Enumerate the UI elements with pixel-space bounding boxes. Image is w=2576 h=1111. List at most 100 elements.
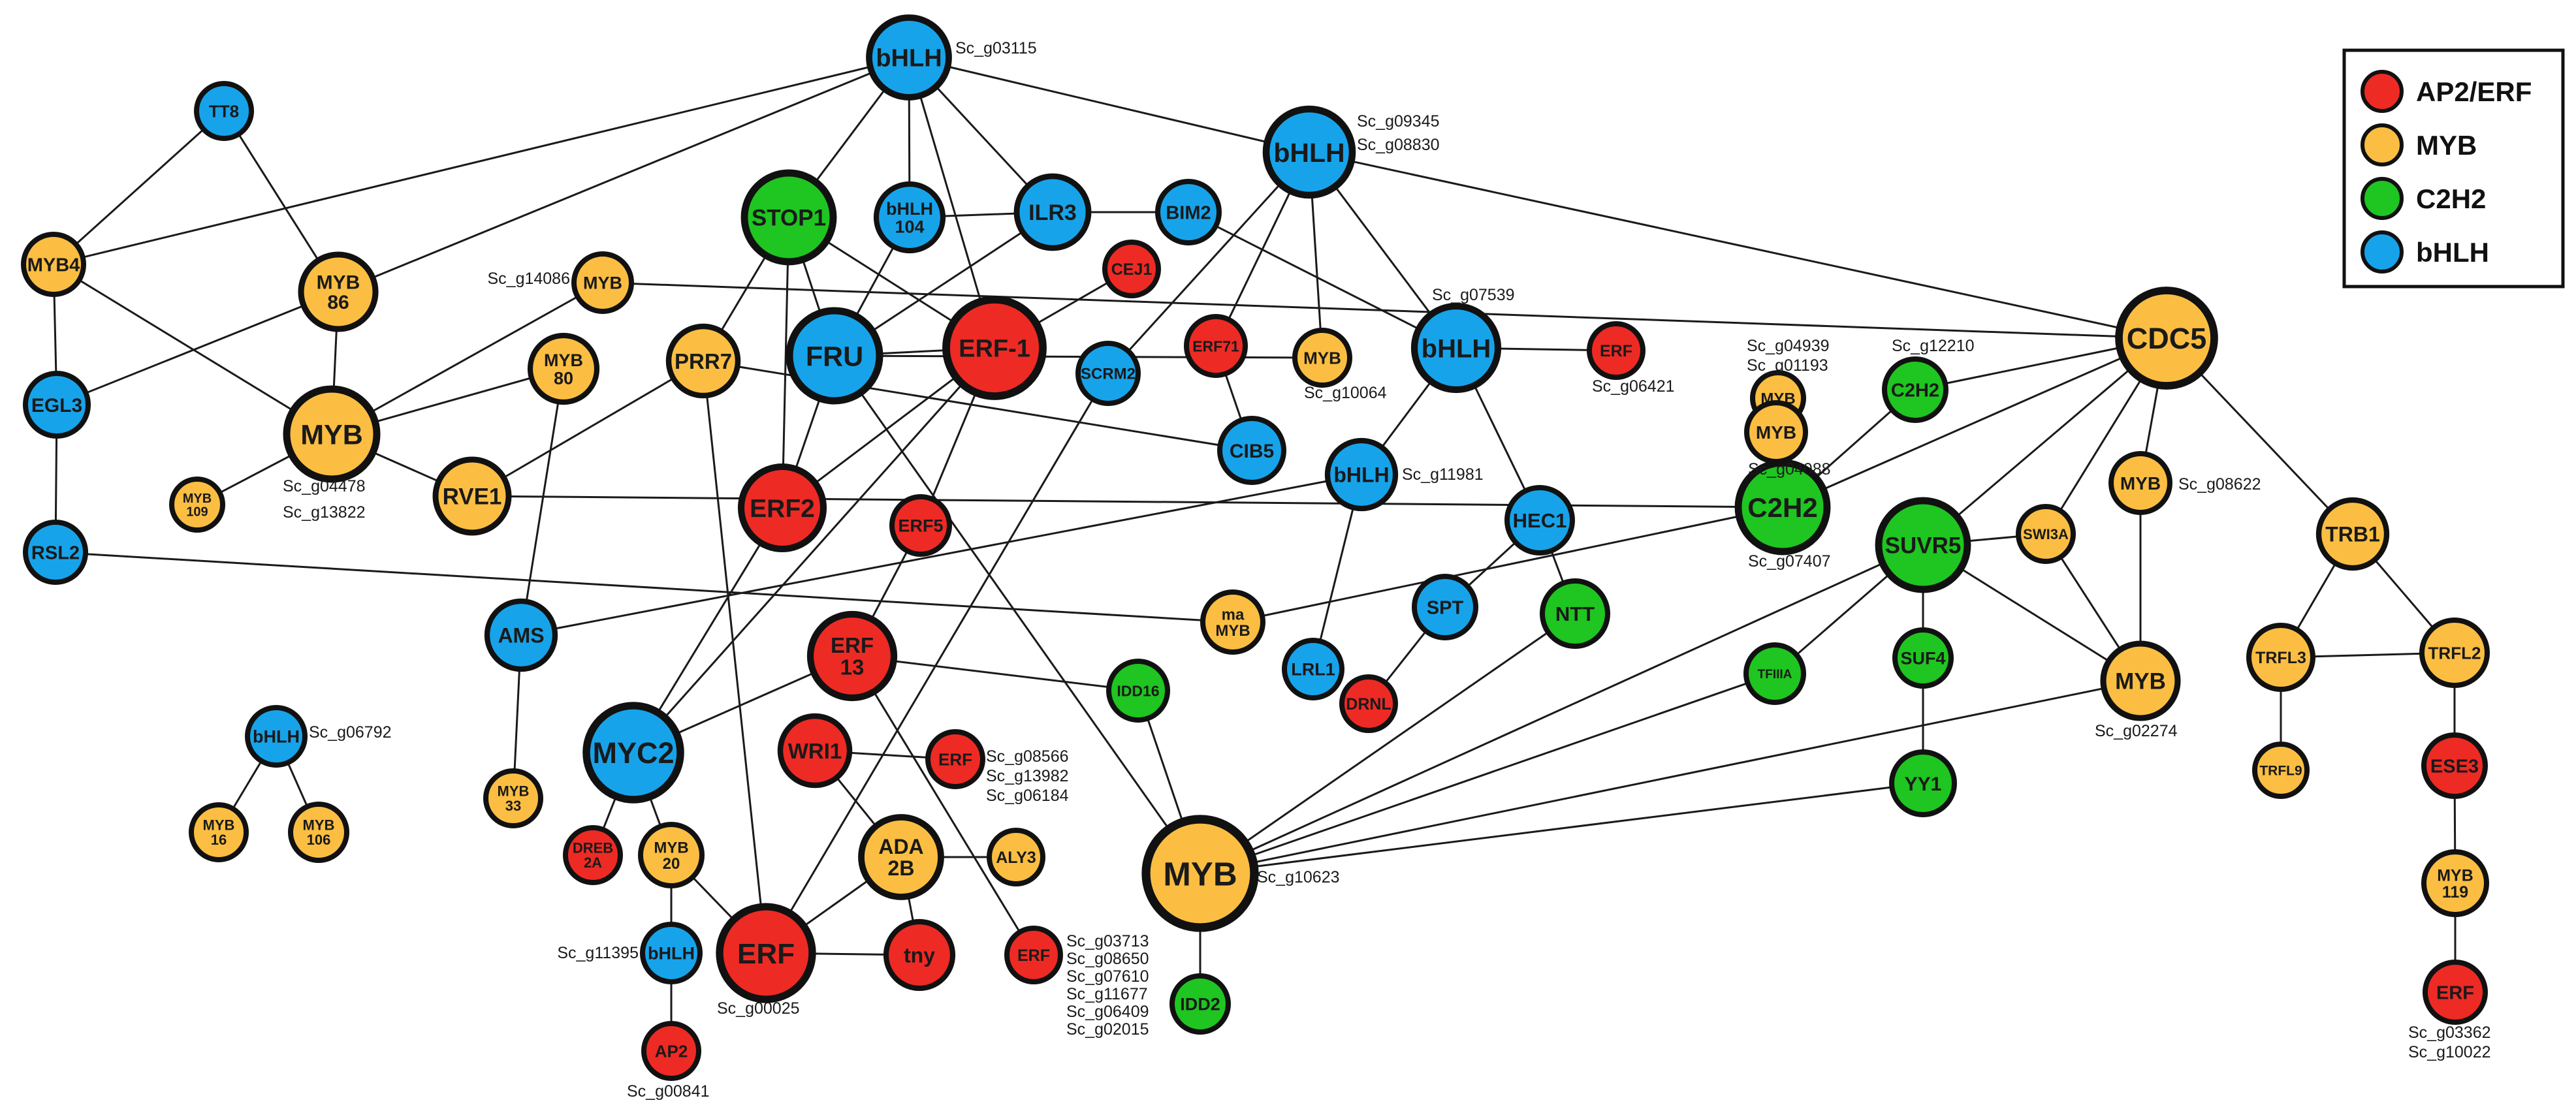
node-label: MYB bbox=[1215, 622, 1250, 640]
node-myb-10064[interactable]: MYB bbox=[1292, 328, 1352, 388]
node-label: MYB bbox=[654, 839, 688, 856]
node-cib5[interactable]: CIB5 bbox=[1217, 416, 1286, 485]
node-myb-10623[interactable]: MYB bbox=[1141, 815, 1259, 932]
gene-id-label: Sc_g13982 bbox=[986, 767, 1069, 785]
node-ese3[interactable]: ESE3 bbox=[2421, 732, 2488, 799]
node-circle bbox=[298, 251, 379, 332]
node-wri1[interactable]: WRI1 bbox=[777, 713, 853, 789]
node-tfiiia[interactable]: TFIIIA bbox=[1743, 642, 1806, 705]
node-prr7[interactable]: PRR7 bbox=[665, 323, 741, 399]
node-idd16[interactable]: IDD16 bbox=[1106, 659, 1170, 723]
node-label: SCRM2 bbox=[1081, 366, 1136, 383]
node-erf71[interactable]: ERF71 bbox=[1184, 314, 1248, 378]
node-erf-06421[interactable]: ERF bbox=[1587, 321, 1646, 380]
node-egl3[interactable]: EGL3 bbox=[23, 371, 91, 439]
node-erf2[interactable]: ERF2 bbox=[737, 463, 827, 553]
edge-fru-myb-10064 bbox=[834, 354, 1323, 359]
node-circle bbox=[786, 307, 883, 405]
node-fru[interactable]: FRU bbox=[786, 307, 883, 405]
node-ntt[interactable]: NTT bbox=[1540, 578, 1610, 649]
node-trb1[interactable]: TRB1 bbox=[2315, 497, 2390, 571]
node-erf-08566[interactable]: ERF bbox=[925, 729, 985, 789]
node-circle bbox=[1410, 302, 1502, 394]
node-myb-main[interactable]: MYB bbox=[283, 385, 381, 483]
node-scrm2[interactable]: SCRM2 bbox=[1075, 341, 1141, 406]
node-erf-03362[interactable]: ERF bbox=[2423, 960, 2488, 1025]
node-ilr3[interactable]: ILR3 bbox=[1013, 173, 1092, 251]
node-myb-02274[interactable]: MYB bbox=[2100, 640, 2181, 721]
node-circle bbox=[2315, 497, 2390, 571]
node-suvr5[interactable]: SUVR5 bbox=[1875, 497, 1971, 593]
node-label: CEJ1 bbox=[1111, 260, 1153, 279]
node-label: ILR3 bbox=[1028, 200, 1077, 225]
node-cej1[interactable]: CEJ1 bbox=[1102, 240, 1161, 298]
node-yy1[interactable]: YY1 bbox=[1889, 749, 1957, 817]
node-erf-00025[interactable]: ERF bbox=[716, 903, 816, 1003]
node-label: MYB bbox=[1303, 348, 1341, 368]
node-myb-14086[interactable]: MYB bbox=[571, 251, 634, 314]
node-trfl9[interactable]: TRFL9 bbox=[2252, 742, 2310, 799]
gene-id-annotation-layer: Sc_g03115Sc_g04478Sc_g13822Sc_g09345Sc_g… bbox=[283, 39, 2491, 1101]
node-bim2[interactable]: BIM2 bbox=[1155, 179, 1222, 245]
node-erf-03713[interactable]: ERF bbox=[1004, 926, 1063, 984]
node-myb4[interactable]: MYB4 bbox=[21, 232, 86, 297]
node-tny[interactable]: tny bbox=[883, 918, 956, 992]
node-circle bbox=[2421, 849, 2489, 917]
node-myc2[interactable]: MYC2 bbox=[582, 702, 684, 804]
node-bhlh-11395[interactable]: bHLH bbox=[640, 922, 703, 984]
node-label: 20 bbox=[663, 855, 680, 873]
node-label: IDD2 bbox=[1180, 995, 1220, 1014]
node-erf1[interactable]: ERF-1 bbox=[942, 296, 1047, 400]
node-c2h2-12210[interactable]: C2H2 bbox=[1882, 356, 1948, 423]
node-bhlh-06792[interactable]: bHLH bbox=[245, 705, 308, 768]
node-rve1[interactable]: RVE1 bbox=[432, 456, 512, 536]
node-label: HEC1 bbox=[1513, 509, 1567, 532]
node-bhlh-11981[interactable]: bHLH bbox=[1324, 437, 1399, 512]
node-trfl3[interactable]: TRFL3 bbox=[2246, 623, 2315, 692]
node-label: ERF bbox=[737, 938, 795, 970]
node-label: 106 bbox=[307, 832, 331, 848]
node-myb-04088[interactable]: MYB bbox=[1744, 400, 1808, 464]
node-circle bbox=[527, 332, 600, 405]
node-ap2[interactable]: AP2 bbox=[641, 1021, 701, 1081]
node-rsl2[interactable]: RSL2 bbox=[23, 520, 88, 585]
node-swi3a[interactable]: SWI3A bbox=[2016, 504, 2076, 564]
node-aly3[interactable]: ALY3 bbox=[987, 828, 1045, 886]
node-spt[interactable]: SPT bbox=[1412, 574, 1478, 640]
node-circle bbox=[1075, 341, 1141, 406]
node-tt8[interactable]: TT8 bbox=[194, 81, 254, 141]
node-stop1[interactable]: STOP1 bbox=[740, 169, 837, 266]
node-idd2[interactable]: IDD2 bbox=[1169, 973, 1231, 1035]
node-suf4[interactable]: SUF4 bbox=[1892, 627, 1954, 689]
node-bhlh-07539[interactable]: bHLH bbox=[1410, 302, 1502, 394]
node-hec1[interactable]: HEC1 bbox=[1504, 485, 1575, 556]
node-bhlh-09345[interactable]: bHLH bbox=[1262, 105, 1356, 199]
node-label: MYB bbox=[2120, 473, 2161, 493]
node-circle bbox=[2115, 287, 2218, 390]
node-drnl[interactable]: DRNL bbox=[1339, 674, 1398, 733]
edge-layer bbox=[52, 56, 2457, 1051]
node-ams[interactable]: AMS bbox=[484, 598, 558, 672]
node-bhlh-top[interactable]: bHLH bbox=[866, 14, 952, 101]
node-myb-08622[interactable]: MYB bbox=[2108, 451, 2172, 515]
node-label: MYB bbox=[183, 492, 212, 506]
node-lrl1[interactable]: LRL1 bbox=[1282, 638, 1344, 700]
node-erf5[interactable]: ERF5 bbox=[889, 494, 952, 557]
node-c2h2-07407[interactable]: C2H2 bbox=[1734, 459, 1831, 556]
node-cdc5[interactable]: CDC5 bbox=[2115, 287, 2218, 390]
node-trfl2[interactable]: TRFL2 bbox=[2419, 618, 2490, 688]
node-circle bbox=[283, 385, 381, 483]
